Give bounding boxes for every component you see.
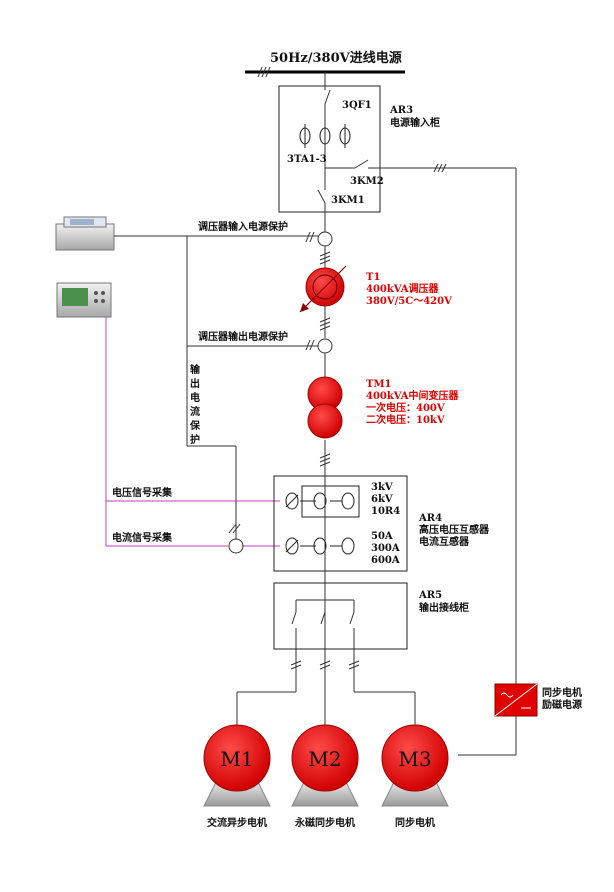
ar3-name: 电源输入柜: [390, 116, 440, 129]
ar5-id: AR5: [418, 590, 442, 601]
km2-label: 3KM2: [350, 176, 384, 187]
ar4-v1: 3kV: [371, 482, 393, 493]
ar3-id: AR3: [389, 105, 413, 116]
t1-line2: 380V/5C～420V: [366, 296, 452, 307]
tm1-line3: 二次电压：10kV: [366, 413, 445, 426]
input-protect-ct-symbol: [317, 231, 333, 247]
output-current-ticks: [228, 523, 241, 534]
ar4-cabinet: [273, 475, 408, 572]
output-protect-ticks: [305, 339, 315, 351]
title: 50Hz/380V进线电源: [270, 50, 402, 66]
ar4-v2: 6kV: [371, 494, 393, 505]
tm1-line2: 一次电压：400V: [366, 401, 445, 414]
t1-regulator-icon: [299, 265, 347, 313]
motor-m2-id: M2: [308, 747, 341, 771]
motor-m3-label: 同步电机: [395, 816, 435, 829]
ct-3ta-group: [299, 124, 351, 148]
t1-id: T1: [366, 272, 380, 283]
qf-label: 3QF1: [342, 100, 372, 111]
svg-text:保: 保: [189, 419, 201, 432]
ar4-c2: 300A: [371, 543, 400, 554]
ar4-v3: 10R4: [371, 506, 400, 517]
t1-line1: 400kVA调压器: [366, 282, 440, 295]
protect-in-label: 调压器输入电源保护: [198, 220, 288, 233]
ar4-name2: 电流互感器: [419, 535, 470, 548]
ar5-name: 输出接线柜: [419, 601, 469, 614]
motor-m1-label: 交流异步电机: [207, 816, 267, 829]
voltage-sampling-label: 电压信号采集: [112, 486, 173, 499]
power-analyzer-icon: [56, 282, 112, 318]
exciter-icon: [494, 683, 538, 717]
motor-m3: M3: [381, 724, 449, 807]
km2-tick-marks: [433, 163, 447, 173]
protection-lines: [114, 235, 318, 539]
svg-text:输: 输: [190, 363, 201, 376]
km1-label: 3KM1: [331, 195, 365, 206]
ar5-out-ticks: [290, 660, 360, 670]
signal-lines: [105, 317, 280, 547]
busbar-tick-marks: [257, 66, 271, 78]
km2-branch: [325, 159, 517, 756]
ar4-id: AR4: [418, 513, 442, 524]
exciter-line1: 同步电机: [542, 686, 582, 699]
ar4-c1: 50A: [371, 531, 393, 542]
output-current-protect-label: 输 出 电 流 保 护: [189, 363, 201, 446]
exciter-line2: 励磁电源: [542, 698, 582, 711]
ta-label: 3TA1-3: [287, 154, 327, 165]
motor-m1-id: M1: [220, 747, 253, 771]
ar5-cabinet: [273, 582, 408, 650]
motor-m2-label: 永磁同步电机: [294, 816, 355, 829]
svg-text:出: 出: [190, 377, 200, 390]
tm1-id: TM1: [366, 379, 391, 390]
ar4-ct-symbols: [285, 537, 355, 555]
main-line-ticks: [319, 251, 331, 467]
protect-out-label: 调压器输出电源保护: [198, 330, 288, 343]
svg-text:电: 电: [190, 391, 200, 404]
tm1-line1: 400kVA中间变压器: [366, 389, 460, 402]
ar3-cabinet: [278, 85, 381, 213]
motor-m2: M2: [291, 724, 359, 807]
main-bus-line: [317, 72, 331, 476]
motor-m1: M1: [203, 724, 271, 807]
output-current-ct-symbol: [228, 538, 244, 554]
ar5-switches: [291, 599, 355, 692]
ar4-name1: 高压电压互感器: [419, 523, 490, 536]
tm1-transformer-icon: [307, 376, 343, 439]
output-protect-ct-symbol: [317, 338, 333, 354]
ar4-pt-symbols: [285, 492, 355, 510]
ar4-c3: 600A: [371, 555, 400, 566]
motor-m3-id: M3: [398, 747, 431, 771]
control-console-icon: [55, 216, 115, 251]
svg-text:流: 流: [190, 405, 200, 418]
input-protect-ticks: [305, 231, 315, 243]
svg-text:护: 护: [190, 433, 200, 446]
current-sampling-label: 电流信号采集: [112, 531, 173, 544]
